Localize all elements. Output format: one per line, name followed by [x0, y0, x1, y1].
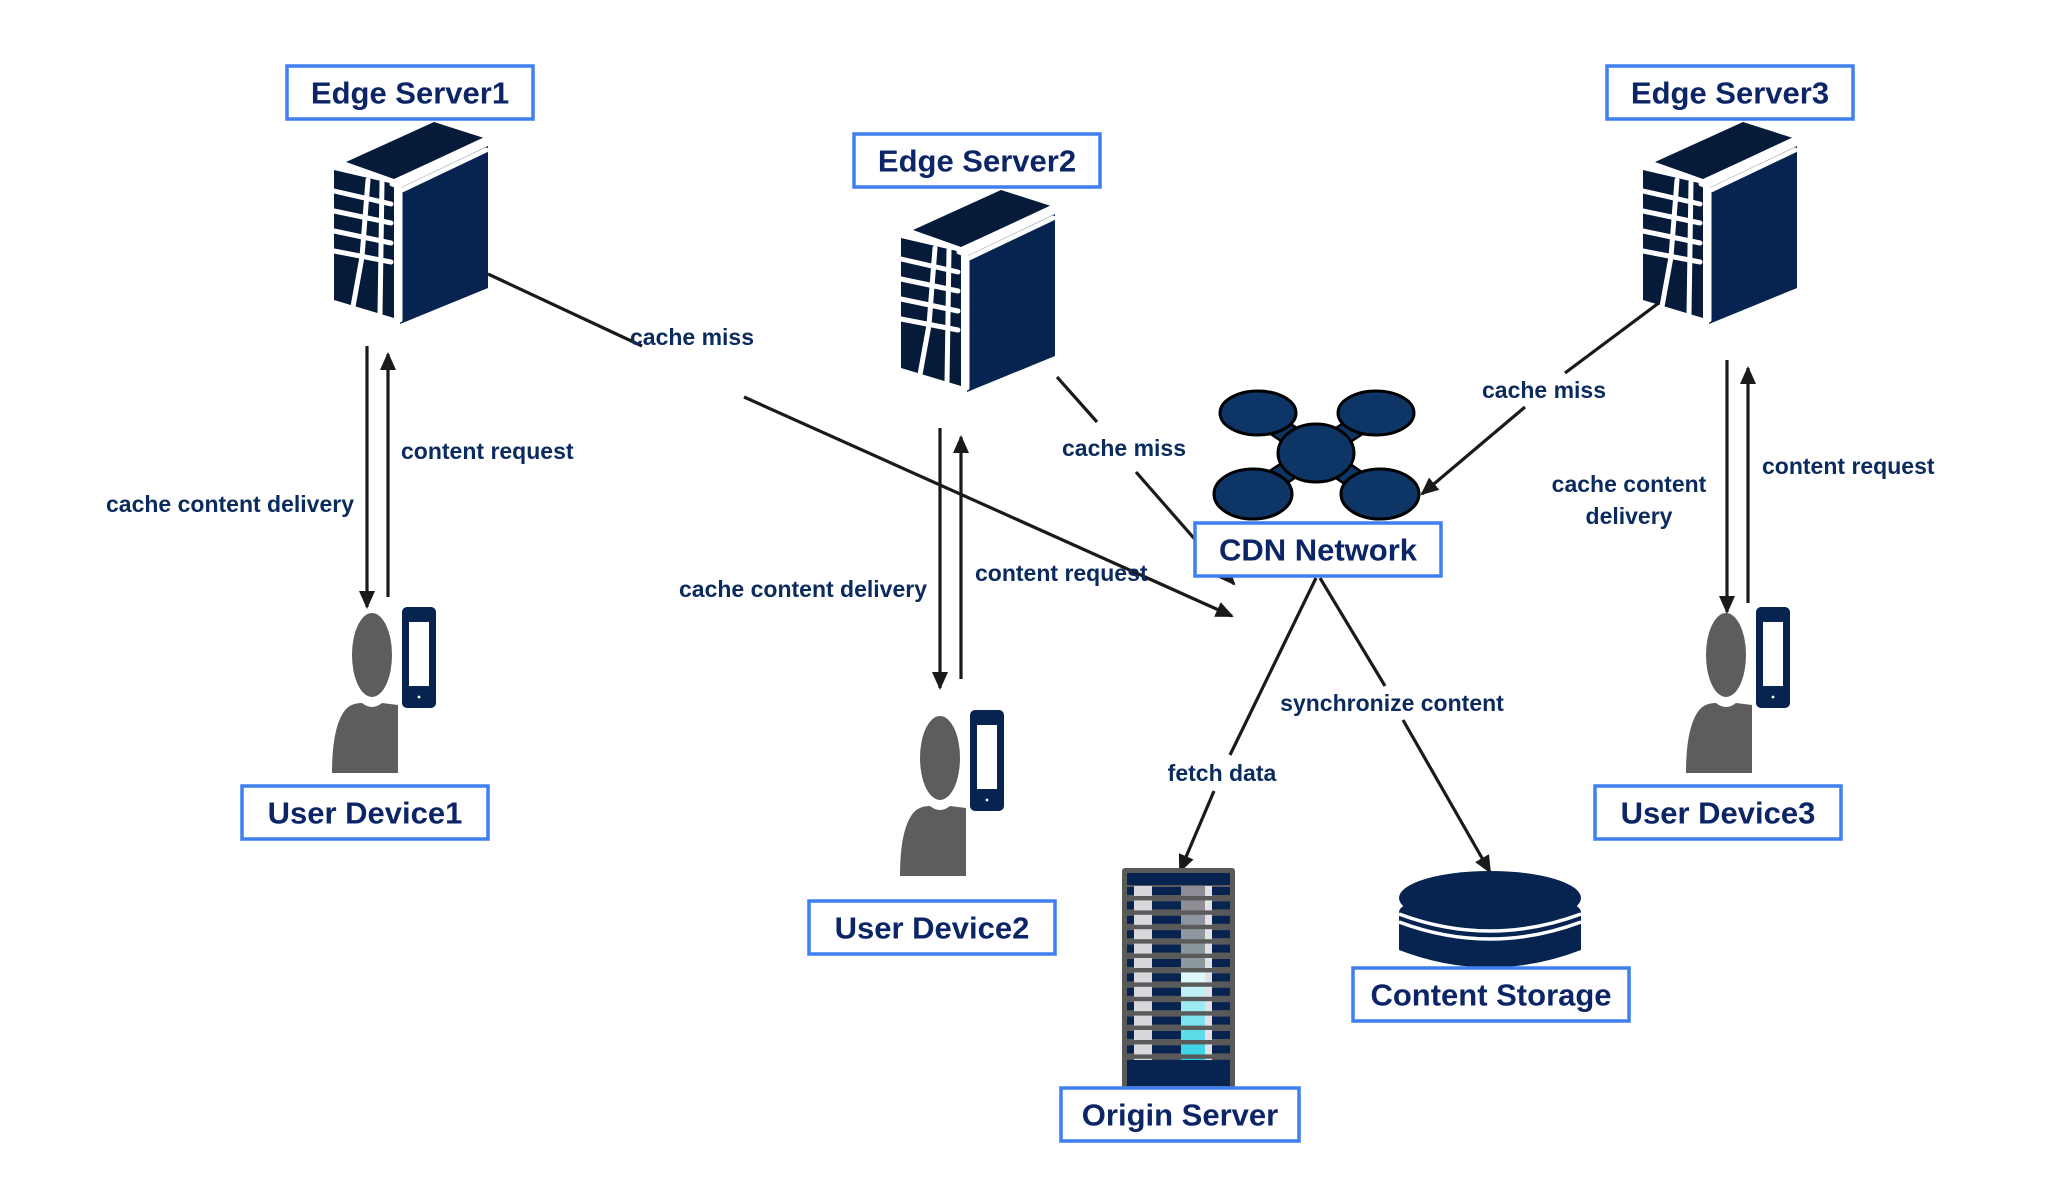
- node-label-box: Origin Server: [1059, 1086, 1301, 1143]
- edge-label-cache-content-delivery: cache content delivery: [679, 576, 927, 602]
- rack-unit: [1127, 1001, 1230, 1012]
- edge-cdn-to-storage: synchronize content: [1280, 577, 1504, 874]
- connector-line: [1055, 375, 1099, 424]
- connector-line: [487, 272, 643, 348]
- node-label-box: Edge Server3: [1605, 64, 1855, 121]
- edge-es1-to-cdn: cache miss: [487, 272, 1234, 618]
- node-label-box: Edge Server2: [852, 132, 1102, 189]
- connector-arrow: [1401, 719, 1492, 874]
- rack-unit: [1127, 958, 1230, 968]
- edge-label-cache-miss: cache miss: [630, 324, 754, 350]
- server-tower-icon: [334, 122, 488, 324]
- node-label-box: CDN Network: [1193, 521, 1443, 578]
- server-rack-icon: [1122, 868, 1235, 1088]
- edge-label-cache-miss: cache miss: [1062, 435, 1186, 461]
- node-label: Edge Server3: [1631, 76, 1829, 111]
- rack-unit: [1127, 972, 1230, 983]
- rack-unit: [1127, 900, 1230, 911]
- edge-label-fetch-data: fetch data: [1168, 760, 1277, 786]
- rack-unit: [1127, 1044, 1230, 1055]
- connector-line: [1318, 577, 1387, 687]
- connector-line: [1228, 577, 1318, 756]
- rack-unit: [1127, 886, 1230, 896]
- node-label-box: User Device2: [807, 899, 1057, 956]
- edge-es2-to-cdn: cache miss: [1055, 375, 1236, 586]
- node-label-box: Edge Server1: [285, 64, 535, 121]
- user-with-phone-icon: [1686, 607, 1790, 773]
- connector-arrow: [743, 395, 1234, 618]
- edge-label-delivery: delivery: [1586, 503, 1673, 529]
- rack-unit: [1127, 986, 1230, 997]
- node-edge-server-2[interactable]: Edge Server2: [852, 132, 1102, 392]
- node-label: User Device3: [1621, 796, 1816, 831]
- node-cdn-network[interactable]: CDN Network: [1193, 389, 1443, 578]
- node-label-box: Content Storage: [1351, 966, 1631, 1023]
- rack-unit: [1127, 1030, 1230, 1040]
- edge-cdn-to-origin: fetch data: [1168, 577, 1318, 873]
- node-label: User Device2: [835, 911, 1030, 946]
- node-label: CDN Network: [1219, 533, 1418, 568]
- server-tower-icon: [901, 190, 1055, 392]
- node-edge-server-3[interactable]: Edge Server3: [1605, 64, 1855, 324]
- node-user-device-2[interactable]: User Device2: [807, 710, 1057, 956]
- node-user-device-1[interactable]: User Device1: [240, 607, 490, 841]
- node-content-storage[interactable]: Content Storage: [1351, 871, 1631, 1023]
- edge-label-content-request: content request: [1762, 453, 1935, 479]
- user-with-phone-icon: [900, 710, 1004, 876]
- node-label-box: User Device3: [1593, 784, 1843, 841]
- edge-es1-ud1: cache content delivery content request: [106, 346, 574, 609]
- connector-arrow: [1420, 405, 1527, 496]
- rack-unit: [1127, 929, 1230, 940]
- node-label: Edge Server2: [878, 144, 1076, 179]
- edge-label-content-request: content request: [975, 560, 1148, 586]
- node-label: Origin Server: [1082, 1098, 1278, 1133]
- server-tower-icon: [1643, 122, 1797, 324]
- node-label: User Device1: [268, 796, 463, 831]
- edge-label-cache-content: cache content: [1552, 471, 1707, 497]
- edge-es2-ud2: cache content delivery content request: [679, 428, 1148, 690]
- edge-label-synchronize-content: synchronize content: [1280, 690, 1504, 716]
- edge-label-content-request: content request: [401, 438, 574, 464]
- node-label: Content Storage: [1370, 978, 1611, 1013]
- node-origin-server[interactable]: Origin Server: [1059, 868, 1301, 1143]
- edge-label-cache-content-delivery: cache content delivery: [106, 491, 354, 517]
- edge-es3-ud3: cache content delivery content request: [1552, 360, 1935, 614]
- rack-unit: [1127, 914, 1230, 925]
- node-label-box: User Device1: [240, 784, 490, 841]
- database-cylinder-icon: [1398, 871, 1582, 968]
- node-user-device-3[interactable]: User Device3: [1593, 607, 1843, 841]
- rack-unit: [1127, 1015, 1230, 1026]
- node-label: Edge Server1: [311, 76, 509, 111]
- connector-arrow: [1178, 790, 1216, 873]
- edge-label-cache-miss: cache miss: [1482, 377, 1606, 403]
- user-with-phone-icon: [332, 607, 436, 773]
- rack-unit: [1127, 943, 1230, 954]
- edge-es3-to-cdn: cache miss: [1420, 300, 1661, 496]
- network-hub-icon: [1212, 389, 1421, 521]
- node-edge-server-1[interactable]: Edge Server1: [285, 64, 535, 324]
- connector-line: [1564, 300, 1661, 375]
